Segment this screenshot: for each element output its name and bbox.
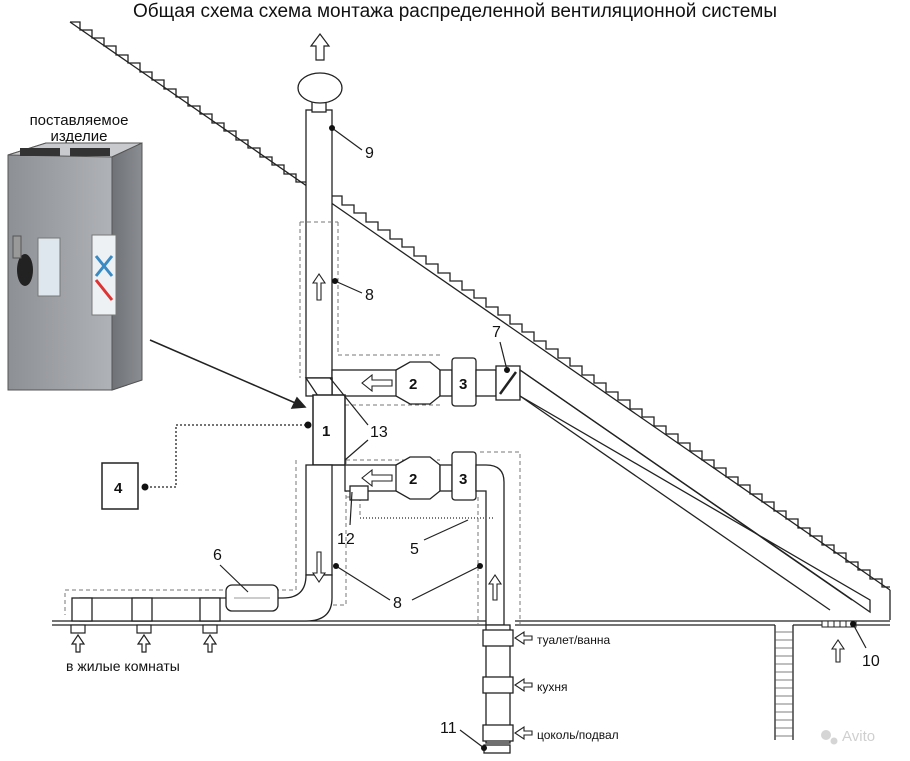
label-8-lower: 8 [393, 595, 402, 612]
side-intake-arrow-icons [514, 630, 533, 741]
control-cable [146, 424, 308, 488]
label-11: 11 [440, 720, 457, 737]
supplied-label-line2: изделие [50, 128, 108, 145]
flow-arrow-icons [311, 273, 846, 663]
intake-label-toilet: туалет/ванна [537, 633, 610, 647]
supplied-product-label: поставляемое изделие [14, 113, 144, 145]
roof [69, 21, 891, 620]
label-10: 10 [862, 653, 880, 670]
room-outlets [70, 624, 218, 653]
exhaust-arrow-icon [309, 33, 331, 61]
intake-riser [482, 624, 514, 754]
label-3-lower: 3 [459, 471, 467, 488]
exhaust-stack [297, 72, 343, 379]
damper-icon [498, 371, 518, 395]
lower-duct [344, 451, 505, 626]
supplied-product-image [7, 142, 143, 391]
leader-lines [219, 127, 867, 749]
watermark-text: Avito [842, 728, 875, 745]
supplied-label-line1: поставляемое [29, 112, 129, 129]
label-4: 4 [114, 480, 123, 497]
label-5: 5 [410, 541, 419, 558]
controller-box [101, 462, 139, 510]
label-9: 9 [365, 145, 374, 162]
label-1: 1 [322, 423, 330, 440]
label-2-lower: 2 [409, 471, 417, 488]
leader-dots [329, 125, 856, 751]
label-6: 6 [213, 547, 222, 564]
label-8-upper: 8 [365, 287, 374, 304]
label-3-upper: 3 [459, 376, 467, 393]
label-12: 12 [337, 531, 355, 548]
label-7: 7 [492, 324, 501, 341]
label-13: 13 [370, 424, 388, 441]
rooms-label: в жилые комнаты [66, 658, 180, 674]
intake-label-basement: цоколь/подвал [537, 728, 619, 742]
intake-label-kitchen: кухня [537, 680, 568, 694]
ceiling-slab [52, 620, 890, 740]
wall-hatch [775, 631, 793, 737]
product-pointer-arrow [149, 339, 307, 409]
watermark: Avito [821, 728, 875, 745]
stack-lower [304, 377, 333, 397]
label-2-upper: 2 [409, 376, 417, 393]
diagram-title: Общая схема схема монтажа распределенной… [133, 1, 777, 22]
